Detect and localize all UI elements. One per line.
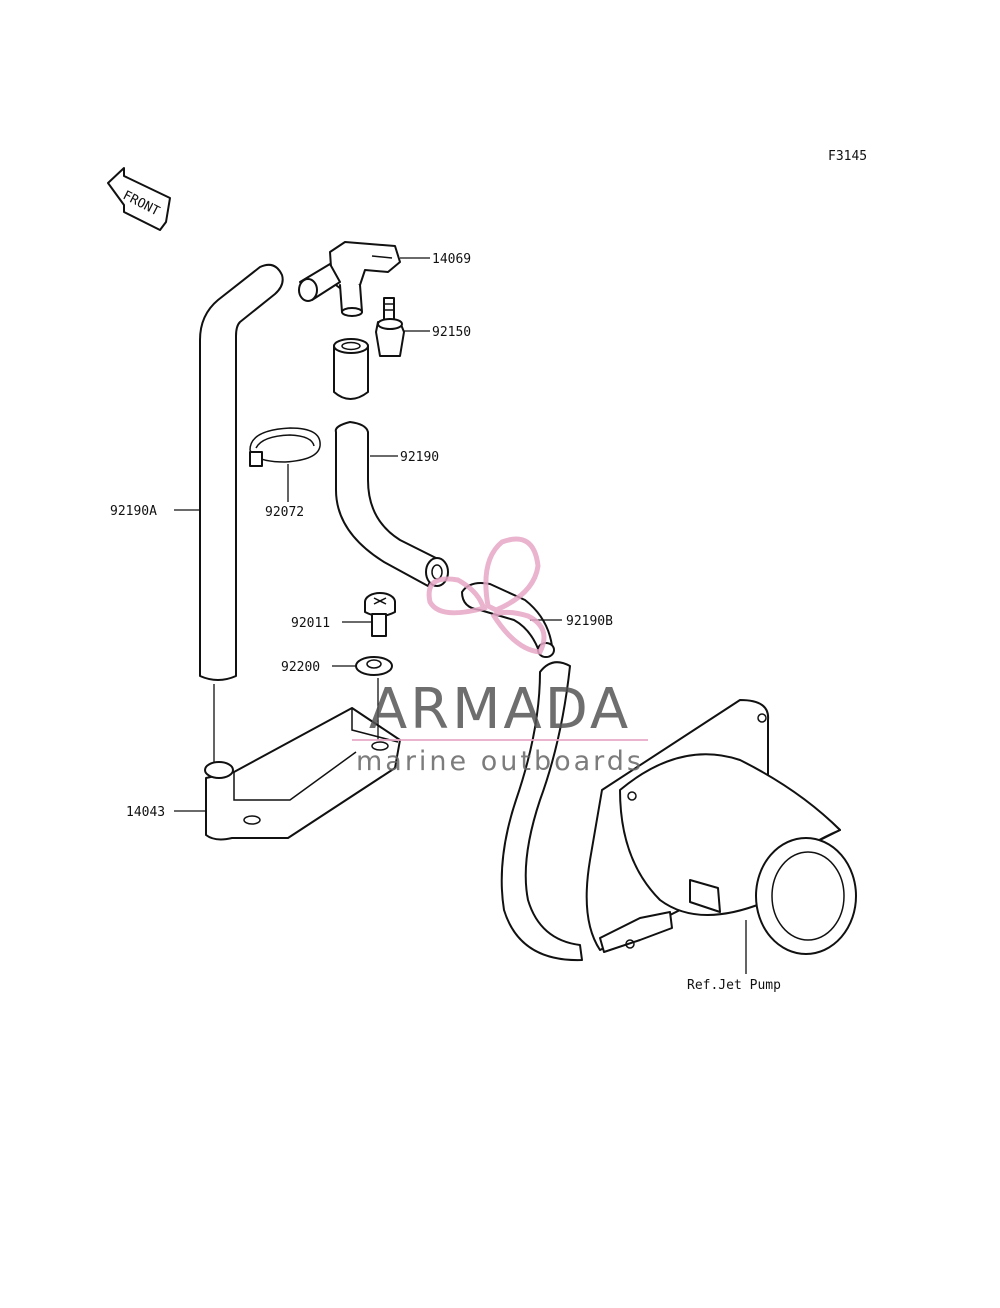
label-14043: 14043 [126, 805, 165, 820]
label-92200: 92200 [281, 660, 320, 675]
bolt-92150 [375, 297, 405, 357]
front-arrow-icon: FRONT [107, 167, 171, 231]
jet-pump [585, 699, 857, 955]
armada-watermark: ARMADA marine outboards [352, 536, 648, 777]
watermark-brand: ARMADA [369, 677, 631, 742]
screw-92011 [364, 592, 396, 637]
label-92190A: 92190A [110, 504, 157, 519]
label-92150: 92150 [432, 325, 471, 340]
label-ref-jet-pump: Ref.Jet Pump [687, 978, 781, 993]
clamp-92072 [249, 427, 321, 467]
elbow-fitting-14069 [298, 241, 401, 317]
label-92190B: 92190B [566, 614, 613, 629]
watermark-tagline: marine outboards [356, 746, 644, 777]
washer-92200 [355, 656, 393, 676]
label-92190: 92190 [400, 450, 439, 465]
propeller-logo-icon [426, 536, 547, 655]
hose-92190 [334, 421, 449, 587]
label-92072: 92072 [265, 505, 304, 520]
label-14069: 14069 [432, 252, 471, 267]
leader-lines [174, 257, 747, 974]
hose-92190A [199, 263, 284, 681]
label-92011: 92011 [291, 616, 330, 631]
figure-code: F3145 [828, 149, 867, 164]
bracket-14043 [204, 707, 401, 841]
pump-feed-hose [500, 661, 583, 962]
short-hose [333, 338, 369, 400]
